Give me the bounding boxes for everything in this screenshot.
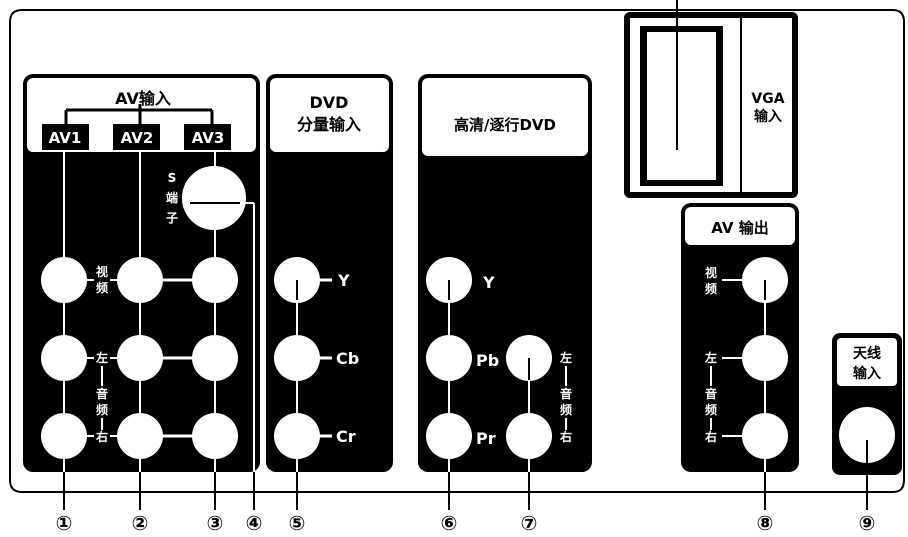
callout-1: ①: [56, 511, 73, 535]
hd-pb-label: Pb: [476, 351, 499, 370]
av-input-title: AV输入: [115, 89, 171, 108]
component-cr-label: Cr: [336, 427, 356, 446]
av1-tag: [42, 124, 89, 150]
av3-tag: [184, 124, 231, 150]
vga-panel: VGA 输入: [624, 12, 798, 198]
callout-8: ⑧: [757, 511, 774, 535]
hd-right-label: 右: [559, 429, 572, 444]
av-label-ticks: [86, 279, 117, 437]
av-input-panel: AV输入 AV1 AV2 AV3 S 端 子 视 频 左 音 频 右: [23, 74, 260, 472]
av-video-label-2: 频: [96, 280, 108, 295]
avout-right-label: 右: [704, 429, 717, 444]
callout-numbers: ① ② ③ ④ ⑤ ⑥ ⑦ ⑧ ⑨: [56, 511, 876, 535]
callout-2: ②: [132, 511, 149, 535]
hd-dvd-panel: 高清/逐行DVD Y Pb Pr 左 音 频 右: [418, 74, 592, 472]
av1-tag-label: AV1: [49, 129, 82, 147]
callout-5: ⑤: [289, 511, 306, 535]
av-tag-bracket: [64, 104, 214, 124]
avout-audio-label-2: 频: [705, 402, 717, 417]
av-output-panel: AV 输出 视 频 左 音 频 右: [681, 203, 799, 472]
hd-left-label: 左: [559, 350, 572, 365]
av3-tag-label: AV3: [192, 129, 225, 147]
av-audio-label-2: 频: [96, 402, 108, 417]
vga-label-1: VGA: [751, 91, 784, 107]
vga-label-2: 输入: [754, 108, 782, 125]
hd-pr-label: Pr: [476, 429, 496, 448]
av-output-title: AV 输出: [711, 219, 768, 237]
av-right-label: 右: [95, 429, 108, 444]
av-video-label-1: 视: [96, 264, 108, 279]
avout-ticks: [710, 279, 742, 437]
antenna-label-1: 天线: [853, 345, 881, 362]
s-terminal-label-2: 端: [166, 190, 178, 205]
callout-3: ③: [207, 511, 224, 535]
component-y-label: Y: [337, 271, 350, 290]
hd-audio-label-2: 频: [560, 402, 572, 417]
av2-tag-label: AV2: [121, 129, 154, 147]
avout-video-label-2: 频: [705, 281, 717, 296]
callout-7: ⑦: [521, 511, 538, 535]
callout-6: ⑥: [441, 511, 458, 535]
callout-leaders: [63, 0, 868, 510]
av-left-label: 左: [95, 350, 108, 365]
s-terminal-label-3: 子: [166, 211, 178, 225]
callout-9: ⑨: [859, 511, 876, 535]
hd-audio-label-1: 音: [560, 386, 572, 401]
s-terminal-label-1: S: [168, 171, 177, 185]
dvd-component-title-1: DVD: [310, 93, 349, 112]
av2-tag: [113, 124, 160, 150]
antenna-panel: 天线 输入: [832, 333, 902, 475]
hd-y-label: Y: [482, 273, 495, 292]
avout-audio-label-1: 音: [705, 386, 717, 401]
dvd-component-panel: DVD 分量输入 Y Cb Cr: [266, 74, 393, 472]
component-ticks: [320, 278, 332, 438]
avout-video-label-1: 视: [705, 265, 717, 280]
vga-connector: [647, 32, 716, 180]
callout-4: ④: [246, 511, 263, 535]
hd-dvd-title: 高清/逐行DVD: [454, 116, 556, 134]
dvd-component-title-2: 分量输入: [297, 115, 361, 134]
antenna-label-2: 输入: [853, 365, 881, 382]
av-audio-label-1: 音: [96, 386, 108, 401]
component-cb-label: Cb: [336, 349, 359, 368]
antenna-jack: [839, 407, 895, 463]
device-outline: [9, 9, 905, 493]
avout-left-label: 左: [704, 350, 717, 365]
